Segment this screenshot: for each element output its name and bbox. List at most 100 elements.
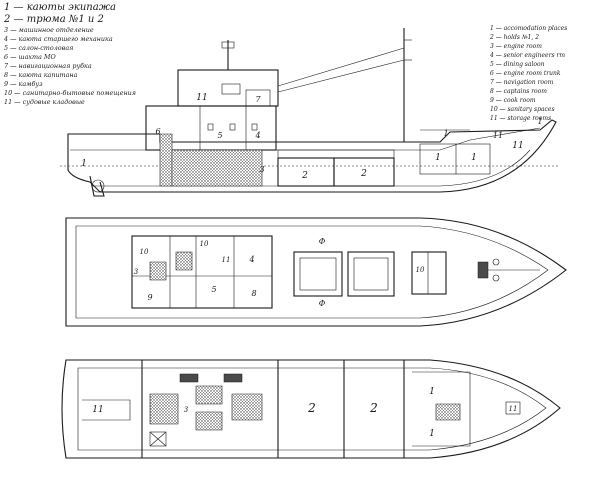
profile-label: 1 [471, 153, 477, 163]
legend-en-item-6: 6 — engine room trunk [490, 70, 561, 77]
legend-en-item-9: 9 — cook room [490, 97, 536, 104]
lower-deck-fore-cabins [412, 371, 471, 447]
lower-deck-inner-line [77, 367, 547, 451]
lower-deck-box [149, 431, 167, 447]
main-deck-hatch-1 [293, 251, 343, 297]
main-deck-hatch-1-cover [299, 257, 337, 291]
lower-deck-label: 11 [509, 405, 518, 413]
legend-en-item-11: 11 — storage rooms [490, 115, 551, 122]
profile-label: 5 [217, 131, 222, 140]
legend-ru-item-5: 5 — салон-столовая [4, 44, 73, 52]
main-deck-label: 5 [211, 285, 216, 294]
main-deck-stair [149, 261, 167, 281]
legend-en-item-5: 5 — dining saloon [490, 61, 545, 68]
legend-ru-item-6: 6 — шахта МО [4, 53, 56, 61]
lower-deck-label: 2 [307, 401, 316, 415]
legend-english: 1 — accomodation places 2 — holds №1, 2 … [489, 25, 567, 122]
lower-deck-label: 11 [92, 405, 103, 415]
main-deck-bollard [492, 258, 500, 266]
profile-label: 11 [196, 93, 207, 103]
main-deck-label: 9 [147, 293, 152, 302]
legend-ru-item-10: 10 — санитарно-бытовые помещения [4, 89, 136, 97]
main-deck-fore-house [411, 251, 447, 295]
lower-deck-generator-2 [195, 411, 223, 431]
profile-fore-cabins [419, 143, 491, 175]
profile-label: 1 [443, 129, 448, 138]
legend-en-item-10: 10 — sanitary spaces [490, 106, 555, 113]
profile-label: 11 [512, 141, 523, 151]
main-deck-label: 8 [251, 289, 256, 298]
profile-label: 7 [255, 95, 261, 104]
main-deck-inner-line [75, 225, 549, 319]
profile-window [229, 123, 236, 131]
profile-label: 1 [435, 153, 441, 163]
profile-wheelhouse [177, 69, 279, 107]
profile-window [251, 123, 258, 131]
main-deck-stair-2 [175, 251, 193, 271]
profile-radar [221, 41, 235, 49]
legend-en-item-4: 4 — senior engineers rm [489, 52, 565, 59]
legend-ru-item-8: 8 — каюта капитана [4, 71, 78, 79]
lower-deck-label: 1 [429, 387, 435, 397]
profile-label: 6 [155, 127, 160, 136]
profile-engine-room [171, 149, 263, 187]
lower-deck-tank-2 [223, 373, 243, 383]
legend-ru-item-9: 9 — камбуз [4, 80, 43, 88]
profile-derrick-boom [277, 47, 405, 87]
main-deck-label: 10 [200, 240, 209, 248]
lower-deck-tank [179, 373, 199, 383]
main-deck-label: 10 [140, 248, 149, 256]
main-deck-label: 4 [248, 255, 254, 264]
main-deck-hatch-2 [347, 251, 395, 297]
profile-label: 2 [301, 171, 308, 181]
main-deck-plan: 10 10 11 4 3 9 5 8 10 Φ Φ [65, 217, 567, 327]
legend-en-item-2: 2 — holds №1, 2 [489, 34, 539, 41]
legend-en-item-1: 1 — accomodation places [490, 25, 567, 32]
profile-label: 2 [360, 169, 367, 179]
main-deck-label: 3 [134, 268, 139, 276]
lower-deck-label: 1 [429, 429, 435, 439]
profile-bottom-line [92, 149, 531, 187]
main-deck-label: 11 [222, 256, 231, 264]
profile-wheelhouse-window [221, 83, 241, 95]
legend-en-item-3: 3 — engine room [490, 43, 542, 50]
profile-hatch-coaming [277, 149, 395, 159]
profile-label: 3 [259, 165, 264, 174]
main-deck-label: Φ [319, 299, 326, 308]
main-deck-bollard [492, 274, 500, 282]
legend-ru-item-2: 2 — трюма №1 и 2 [3, 14, 104, 25]
profile-view: 11 7 6 5 4 3 2 2 1 1 1 11 1 11 1 [60, 28, 560, 197]
legend-ru-item-7: 7 — навигационная рубка [4, 62, 92, 70]
profile-engine-trunk [159, 133, 173, 187]
profile-hull-outline [67, 119, 557, 193]
lower-deck-steering-gear [82, 399, 131, 421]
profile-derrick-boom-2 [277, 59, 405, 93]
profile-nav-room [245, 89, 271, 107]
lower-deck-main-engine [149, 393, 179, 425]
legend-en-item-7: 7 — navigation room [490, 79, 554, 86]
profile-label: 4 [254, 131, 260, 140]
lower-deck-box-cross [149, 431, 167, 447]
main-deck-deckhouse [131, 235, 273, 309]
lower-deck-plan: 11 3 2 2 1 1 11 [61, 359, 561, 459]
lower-deck-aux-machinery [231, 393, 263, 421]
legend-ru-item-11: 11 — судовые кладовые [4, 98, 85, 106]
main-deck-label: Φ [319, 237, 326, 246]
profile-window [207, 123, 214, 131]
lower-deck-chain-locker [505, 401, 521, 415]
profile-label: 1 [537, 117, 542, 126]
lower-deck-fore-stair [435, 403, 461, 421]
profile-label: 1 [81, 159, 87, 169]
main-deck-hatch-2-cover [353, 257, 389, 291]
main-deck-label: 10 [416, 266, 425, 274]
main-deck-windlass [477, 261, 489, 279]
lower-deck-hull-outline [61, 359, 561, 459]
legend-russian: 1 — каюты экипажа 2 — трюма №1 и 2 3 — м… [3, 2, 136, 106]
legend-ru-item-4: 4 — каюта старшего механика [3, 35, 113, 43]
legend-en-item-8: 8 — captains room [490, 88, 547, 95]
lower-deck-label: 3 [184, 406, 189, 414]
legend-ru-item-3: 3 — машинное отделение [4, 26, 94, 34]
lower-deck-generator [195, 385, 223, 405]
